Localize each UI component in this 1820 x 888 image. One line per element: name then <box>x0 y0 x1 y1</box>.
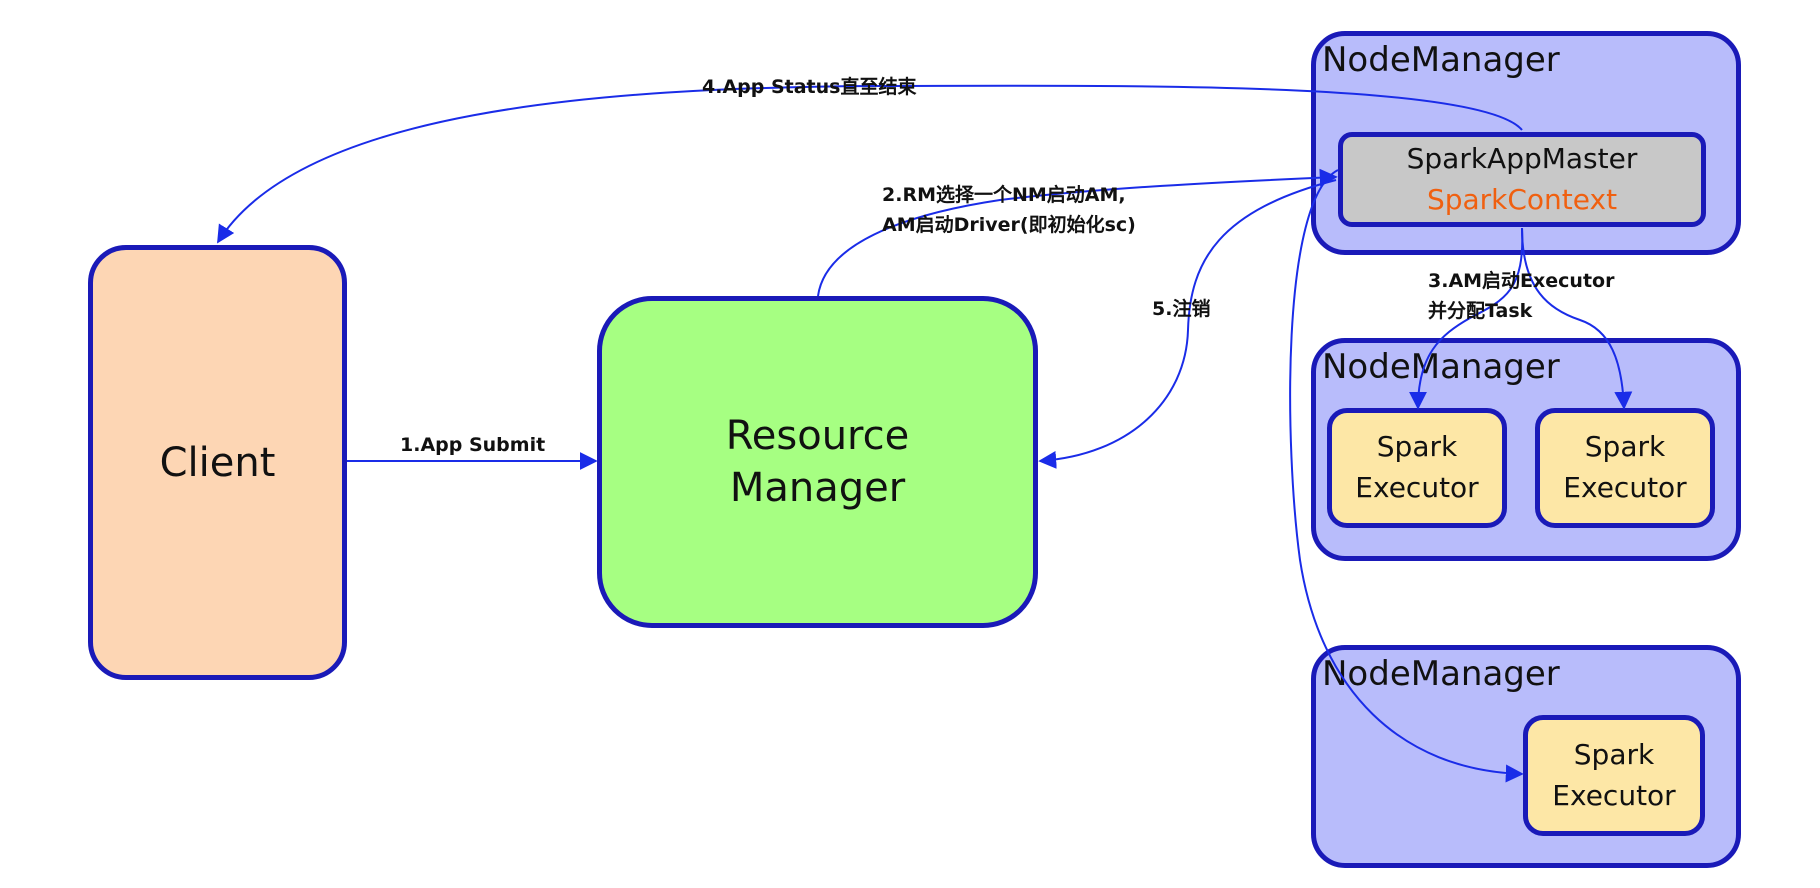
arrow-am-executor-2 <box>1521 227 1633 410</box>
spark-app-master: SparkAppMaster SparkContext <box>1338 132 1706 227</box>
label-rm-start-am-line2: AM启动Driver(即初始化sc) <box>882 214 1136 236</box>
arrow-rm-start-am <box>817 168 1338 297</box>
resource-manager-node: Resource Manager <box>597 296 1038 628</box>
client-node: Client <box>88 245 347 680</box>
label-app-submit: 1.App Submit <box>400 434 546 456</box>
arrow-unregister <box>1038 179 1337 469</box>
executor-1-line1: Spark <box>1376 430 1458 464</box>
arrow-am-executor-1 <box>1409 227 1524 410</box>
label-app-status: 4.App Status直至结束 <box>702 76 917 98</box>
node-manager-1-title: NodeManager <box>1322 40 1560 80</box>
executor-3-line2: Executor <box>1552 778 1676 812</box>
resource-manager-label-line2: Manager <box>729 465 906 511</box>
label-unregister: 5.注销 <box>1152 298 1211 320</box>
client-label: Client <box>159 439 276 486</box>
label-am-executor-line1: 3.AM启动Executor <box>1428 270 1615 292</box>
node-manager-2-title: NodeManager <box>1322 347 1560 387</box>
executor-3-line1: Spark <box>1573 737 1655 771</box>
label-am-executor-line2: 并分配Task <box>1428 300 1533 322</box>
resource-manager-label-line1: Resource <box>725 413 910 459</box>
arrow-app-status <box>217 84 1523 244</box>
app-master-title: SparkAppMaster <box>1406 141 1638 175</box>
arrow-am-executor-3 <box>1289 169 1524 783</box>
node-manager-3-title: NodeManager <box>1322 654 1560 694</box>
label-rm-start-am-line1: 2.RM选择一个NM启动AM, <box>882 184 1126 206</box>
spark-executor-1: Spark Executor <box>1327 408 1507 528</box>
executor-1-line2: Executor <box>1355 471 1479 504</box>
spark-executor-2: Spark Executor <box>1535 408 1715 528</box>
spark-context-label: SparkContext <box>1426 182 1618 216</box>
executor-2-line2: Executor <box>1563 471 1687 504</box>
executor-2-line1: Spark <box>1584 430 1666 464</box>
spark-executor-3: Spark Executor <box>1523 715 1705 836</box>
